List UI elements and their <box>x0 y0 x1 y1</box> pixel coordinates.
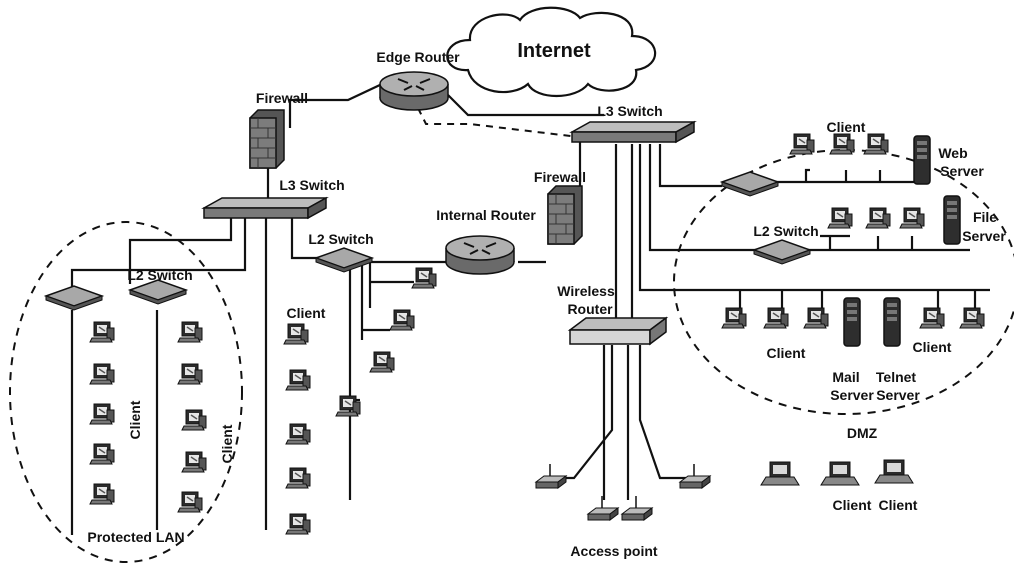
access-point-right <box>680 464 710 488</box>
dmz-label: DMZ <box>847 425 878 441</box>
l2-switch-left-label: L2 Switch <box>127 267 192 283</box>
edge-router: Edge Router <box>376 49 460 110</box>
l2-switch-mid-label: L2 Switch <box>308 231 373 247</box>
client-dmz-bottom-label-b: Client <box>913 339 952 355</box>
firewall-mid-label: Firewall <box>534 169 586 185</box>
protected-lan-zone <box>10 222 242 562</box>
internal-router-label: Internal Router <box>436 207 536 223</box>
firewall-mid: Firewall <box>534 169 586 244</box>
wireless-router-label-2: Router <box>567 301 613 317</box>
l2-switch-dmz-label: L2 Switch <box>753 223 818 239</box>
client-computer <box>722 308 746 328</box>
laptop-client <box>821 462 859 485</box>
internet-cloud: Internet <box>447 8 655 96</box>
client-lan-a-label: Client <box>127 400 143 439</box>
client-computer <box>90 484 114 504</box>
l2-switch-dmz-top <box>722 172 778 196</box>
client-computer <box>764 308 788 328</box>
internal-router: Internal Router <box>436 207 536 274</box>
client-computer <box>920 308 944 328</box>
laptop-client <box>875 460 913 483</box>
client-computer <box>828 208 852 228</box>
internet-label: Internet <box>517 40 591 62</box>
protected-lan-label: Protected LAN <box>87 529 184 545</box>
mail-server-label-2: Server <box>830 387 874 403</box>
client-computer <box>804 308 828 328</box>
client-computer <box>412 268 436 288</box>
firewall-top-label: Firewall <box>256 90 308 106</box>
client-computer <box>864 134 888 154</box>
wireless-router-label-1: Wireless <box>557 283 615 299</box>
file-server: File Server <box>944 196 1006 244</box>
client-computer <box>178 322 202 342</box>
client-wireless-label-a: Client <box>833 497 872 513</box>
client-computer <box>866 208 890 228</box>
client-computer <box>182 452 206 472</box>
client-wireless-label-b: Client <box>879 497 918 513</box>
client-computer <box>830 134 854 154</box>
wireless-router: Wireless Router <box>557 283 666 344</box>
client-computer <box>284 324 308 344</box>
client-lan-b-label: Client <box>219 424 235 463</box>
client-computer <box>286 468 310 488</box>
laptop-client <box>761 462 799 485</box>
client-computer <box>90 322 114 342</box>
client-computer <box>182 410 206 430</box>
client-computer <box>286 424 310 444</box>
mail-server: Mail Server <box>830 298 874 403</box>
access-point-left <box>536 464 566 488</box>
client-computer <box>960 308 984 328</box>
l2-switch-mid: L2 Switch <box>308 231 373 272</box>
web-server-label-1: Web <box>938 145 967 161</box>
l3-switch-right: L3 Switch <box>572 103 694 142</box>
l3-switch-left-label: L3 Switch <box>279 177 344 193</box>
web-server: Web Server <box>914 136 984 184</box>
l2-switch-dmz-mid: L2 Switch <box>753 223 818 264</box>
access-point-label: Access point <box>570 543 657 559</box>
client-dmz-top-label: Client <box>827 119 866 135</box>
wireless-laptops <box>761 460 913 485</box>
client-dmz-bottom-label-a: Client <box>767 345 806 361</box>
telnet-server-label-1: Telnet <box>876 369 917 385</box>
client-mid-label: Client <box>287 305 326 321</box>
l2-switch-left-b: L2 Switch <box>127 267 192 304</box>
l3-switch-left: L3 Switch <box>204 177 345 218</box>
client-computer <box>900 208 924 228</box>
firewall-top: Firewall <box>250 90 308 168</box>
file-server-label-1: File <box>973 209 997 225</box>
mail-server-label-1: Mail <box>832 369 859 385</box>
client-computer <box>790 134 814 154</box>
client-computer <box>90 404 114 424</box>
web-server-label-2: Server <box>940 163 984 179</box>
access-point-br <box>622 496 652 520</box>
client-computer <box>90 444 114 464</box>
client-computer <box>370 352 394 372</box>
client-computer <box>178 492 202 512</box>
client-computer <box>286 370 310 390</box>
l3-switch-right-label: L3 Switch <box>597 103 662 119</box>
client-computer <box>336 396 360 416</box>
telnet-server-label-2: Server <box>876 387 920 403</box>
edge-router-label: Edge Router <box>376 49 460 65</box>
l2-switch-left-a <box>46 286 102 310</box>
client-computer <box>286 514 310 534</box>
client-computer <box>390 310 414 330</box>
client-computer <box>178 364 202 384</box>
file-server-label-2: Server <box>962 228 1006 244</box>
client-computer <box>90 364 114 384</box>
